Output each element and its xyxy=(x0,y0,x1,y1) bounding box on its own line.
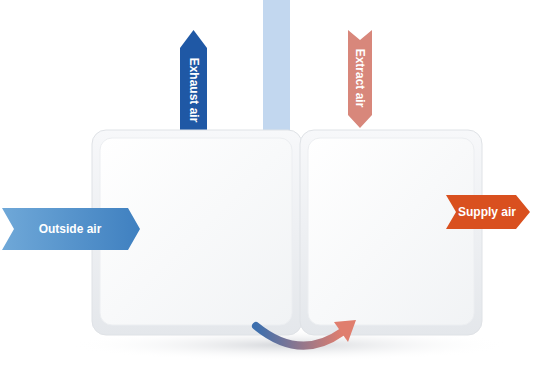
exhaust-arrow xyxy=(180,30,207,137)
flow-label: Extract air xyxy=(354,49,366,108)
outside-air-arrow xyxy=(2,208,140,250)
flow-label: Supply air xyxy=(458,206,516,218)
module-front-panel xyxy=(308,138,474,325)
heat-transfer-arrow xyxy=(256,326,342,346)
fan-module-housing xyxy=(300,130,482,335)
heat-transfer-arrowhead xyxy=(334,320,356,342)
flow-label: Outside air xyxy=(39,223,102,235)
air-duct-band xyxy=(263,0,290,134)
supply-air-arrow xyxy=(446,195,530,229)
flow-label: Exhaust air xyxy=(188,58,200,123)
extract-arrow xyxy=(348,30,372,128)
